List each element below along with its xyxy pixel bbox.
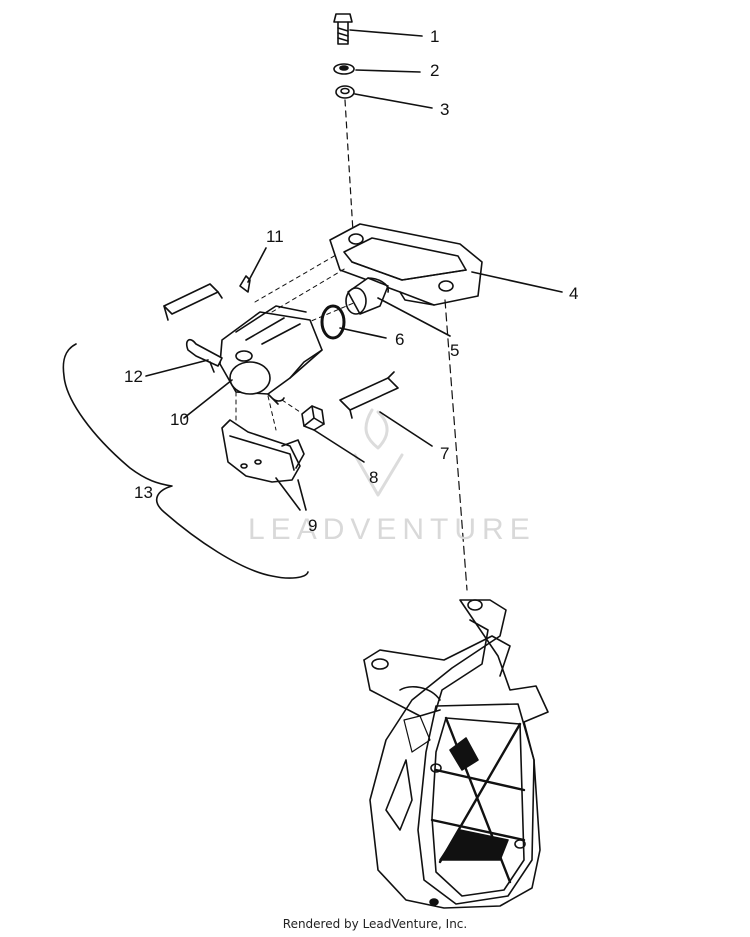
caliper-body-part	[219, 305, 323, 405]
nut-part	[301, 405, 325, 431]
callout-3: 3	[440, 100, 450, 119]
o-ring-part	[320, 304, 346, 340]
callout-4: 4	[569, 284, 579, 303]
callout-2: 2	[430, 61, 440, 80]
bolt-part	[333, 13, 353, 45]
hose-fitting-part	[185, 338, 223, 373]
callout-10: 10	[170, 410, 189, 429]
callout-11: 11	[266, 227, 284, 246]
bracket-part	[329, 223, 483, 306]
callout-1: 1	[430, 27, 440, 46]
callout-8: 8	[369, 468, 379, 487]
chaincase-mount	[363, 599, 549, 909]
callout-5: 5	[450, 341, 460, 360]
bushing-part	[345, 277, 389, 315]
shim-plate-lower	[339, 371, 399, 419]
callout-7: 7	[440, 444, 450, 463]
callout-12: 12	[124, 367, 143, 386]
callout-13: 13	[134, 483, 153, 502]
watermark-text: LEADVENTURE	[248, 513, 536, 546]
footer-credit: Rendered by LeadVenture, Inc.	[282, 917, 468, 931]
shim-plate-upper	[163, 283, 223, 321]
assembly-centerline	[344, 99, 354, 233]
watermark-logo	[353, 408, 404, 497]
callout-6: 6	[395, 330, 405, 349]
bleeder-screw-part	[239, 275, 251, 293]
assembly-brace	[62, 343, 309, 579]
callout-9: 9	[308, 516, 318, 535]
brake-pads-part	[221, 419, 305, 483]
